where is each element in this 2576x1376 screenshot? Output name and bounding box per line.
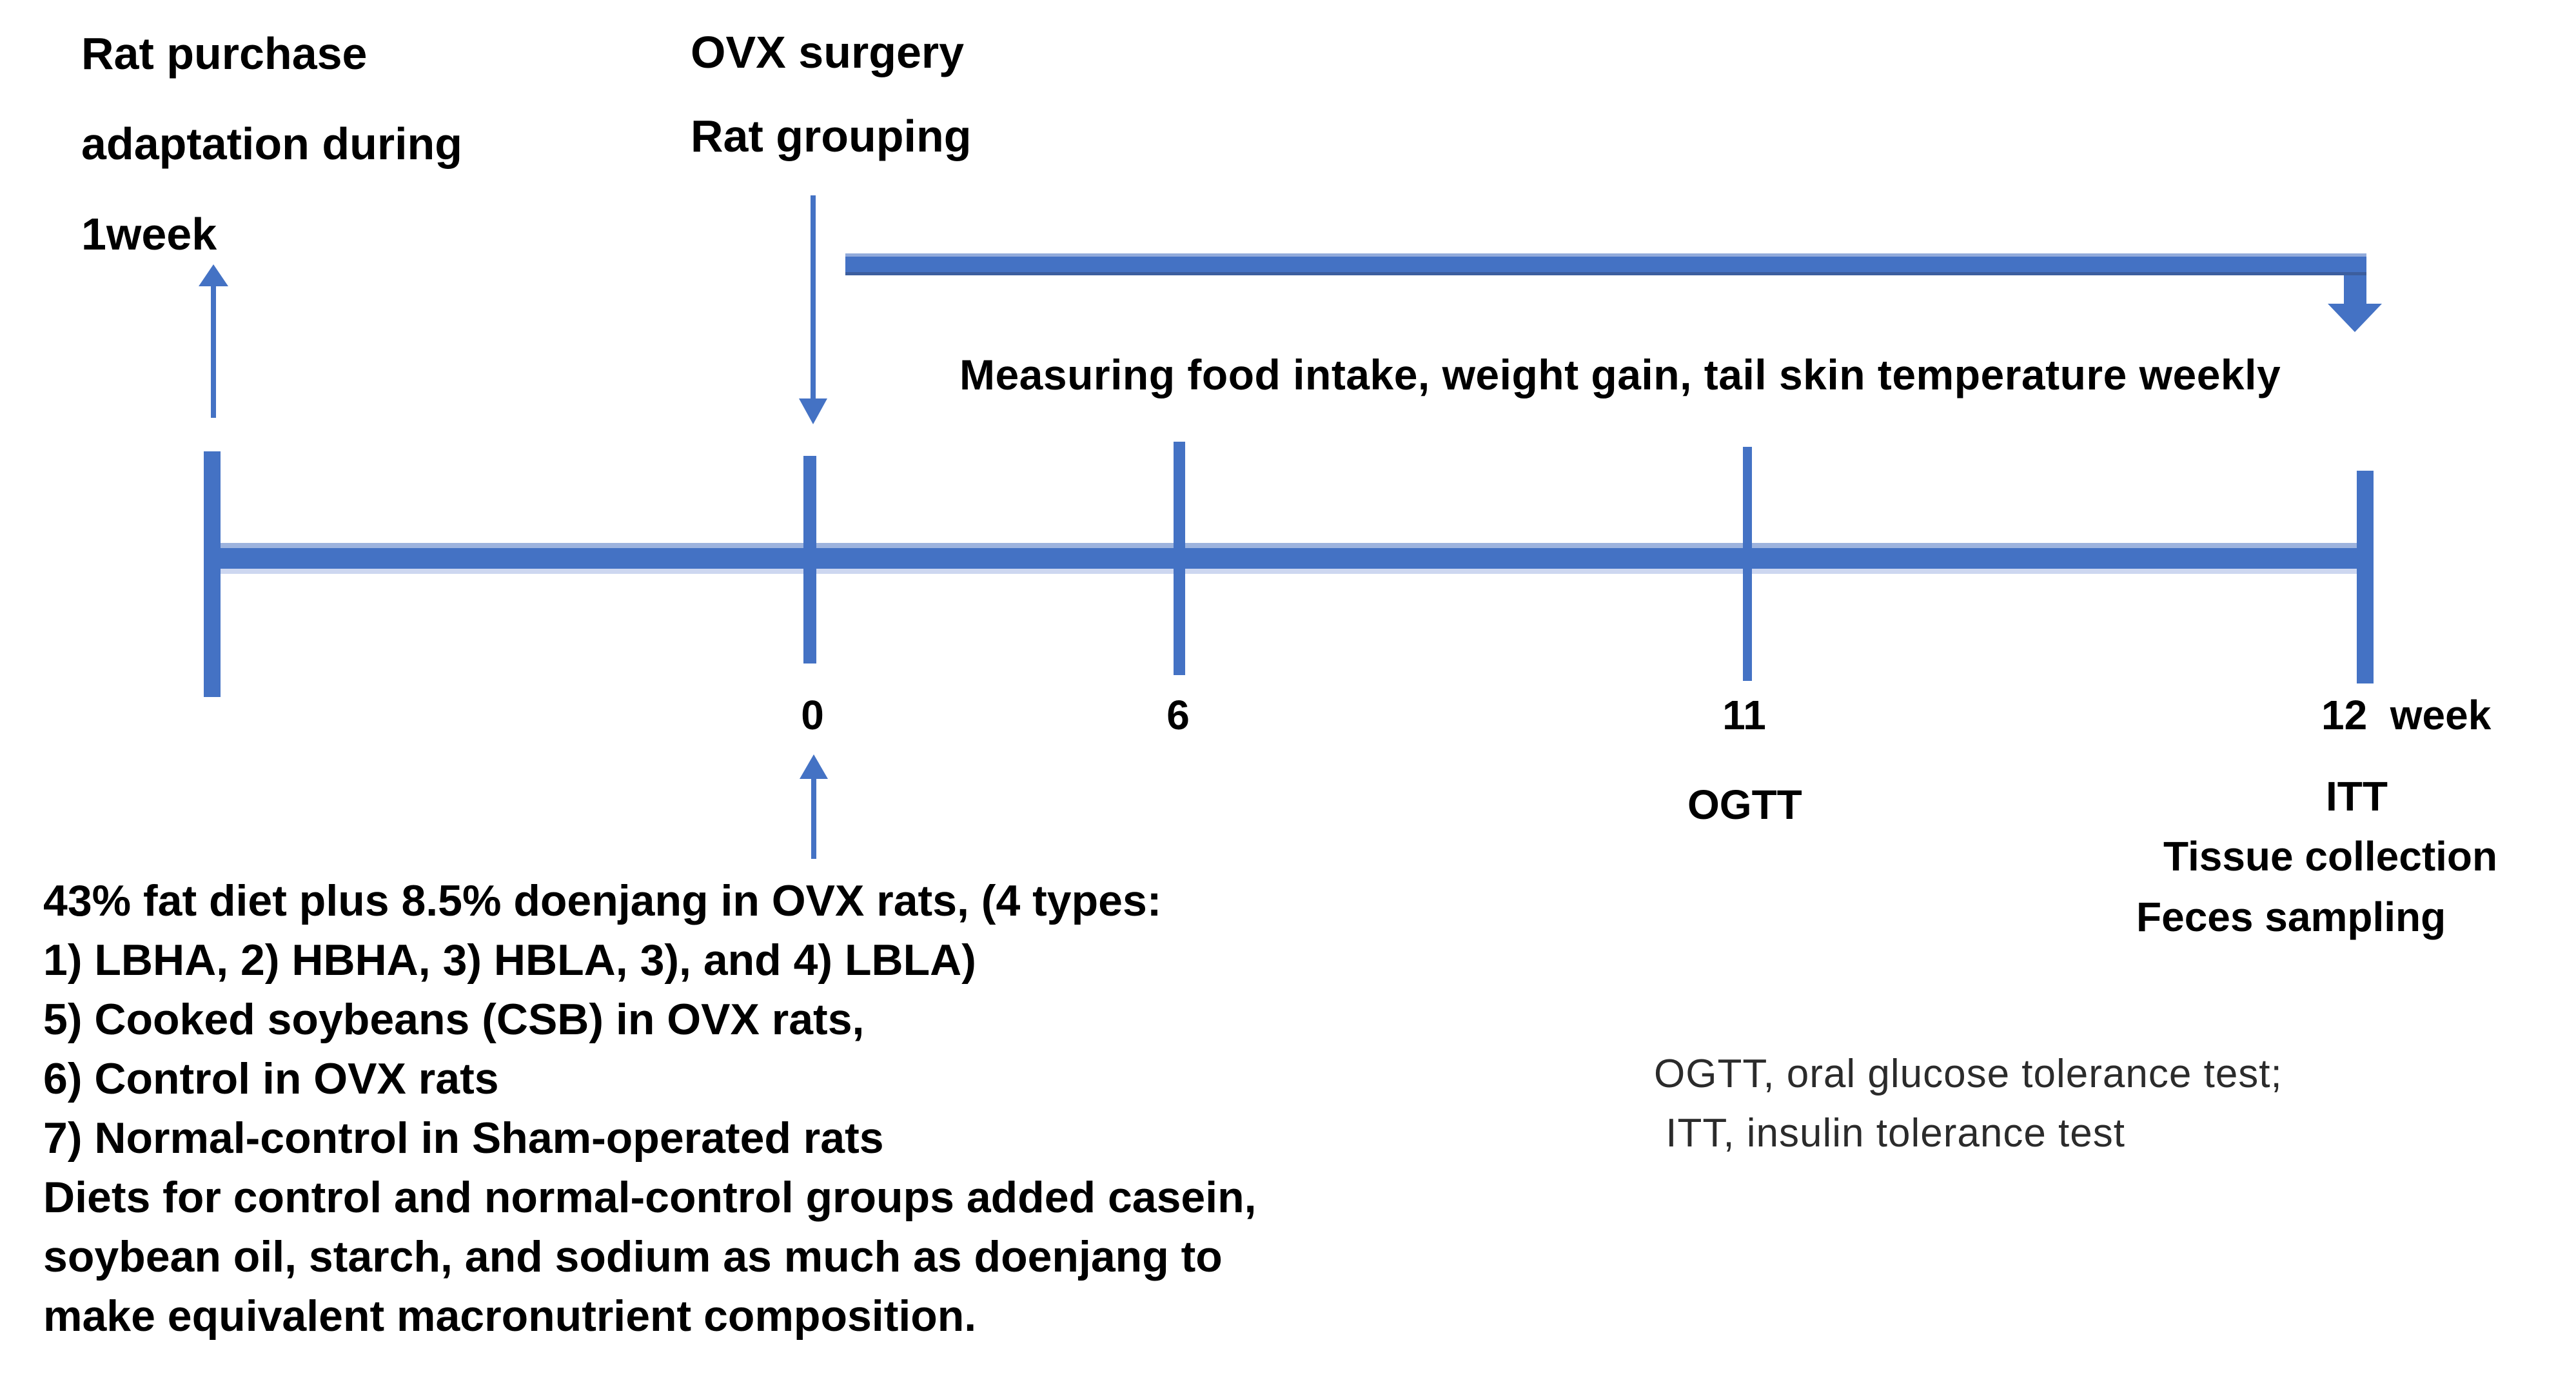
arrow-stem xyxy=(211,285,216,418)
up-arrowhead-icon xyxy=(800,754,828,779)
week-label-0: 0 xyxy=(801,692,824,738)
week-label-12: 12 week xyxy=(2321,692,2492,738)
itt-label: ITT xyxy=(2326,773,2388,820)
diet-groups-line: 6) Control in OVX rats xyxy=(43,1054,499,1103)
pre-study-line: 1week xyxy=(81,209,217,259)
timeline-tick-week-12 xyxy=(2357,471,2374,683)
arrow-stem xyxy=(811,778,816,859)
timeline-tick-start xyxy=(204,451,221,697)
arrow-stem xyxy=(811,195,816,400)
timeline-bar xyxy=(205,543,2365,574)
abbreviation-legend-line: OGTT, oral glucose tolerance test; xyxy=(1654,1052,2283,1096)
timeline-tick-week-0 xyxy=(803,456,816,663)
diet-groups-line: 1) LBHA, 2) HBHA, 3) HBLA, 3), and 4) LB… xyxy=(43,936,976,985)
surgery-line: OVX surgery xyxy=(691,27,965,77)
diet-groups-line: 5) Cooked soybeans (CSB) in OVX rats, xyxy=(43,995,865,1044)
monitoring-label: Measuring food intake, weight gain, tail… xyxy=(959,351,2281,398)
diet-groups-line: soybean oil, starch, and sodium as much … xyxy=(43,1232,1223,1281)
down-arrowhead-icon xyxy=(2328,304,2382,332)
down-arrowhead-icon xyxy=(799,398,827,424)
ogtt-label: OGTT xyxy=(1687,781,1802,828)
abbreviation-legend-line: ITT, insulin tolerance test xyxy=(1654,1111,2125,1155)
monitoring-arrow-bar xyxy=(845,253,2366,275)
pre-study-line: Rat purchase xyxy=(81,28,368,79)
diet-groups-line: 43% fat diet plus 8.5% doenjang in OVX r… xyxy=(43,876,1162,925)
surgery-note: OVX surgery Rat grouping xyxy=(691,10,971,178)
timeline-tick-week-6 xyxy=(1174,442,1185,675)
diet-groups-note: 43% fat diet plus 8.5% doenjang in OVX r… xyxy=(43,871,1257,1346)
up-arrowhead-icon xyxy=(199,264,228,286)
surgery-line: Rat grouping xyxy=(691,111,972,161)
abbreviation-legend: OGTT, oral glucose tolerance test; ITT, … xyxy=(1654,1045,2283,1163)
timeline-tick-week-11 xyxy=(1743,447,1752,681)
diet-groups-line: Diets for control and normal-control gro… xyxy=(43,1173,1257,1222)
pre-study-line: adaptation during xyxy=(81,119,463,169)
monitoring-arrow-stem xyxy=(2344,275,2366,304)
feces-sampling-label: Feces sampling xyxy=(2136,894,2446,940)
diet-groups-line: make equivalent macronutrient compositio… xyxy=(43,1292,977,1341)
week-label-6: 6 xyxy=(1166,692,1190,738)
tissue-collection-label: Tissue collection xyxy=(2163,833,2498,880)
pre-study-note: Rat purchase adaptation during 1week xyxy=(81,8,462,279)
week-label-11: 11 xyxy=(1722,692,1766,738)
diet-groups-line: 7) Normal-control in Sham-operated rats xyxy=(43,1114,884,1163)
